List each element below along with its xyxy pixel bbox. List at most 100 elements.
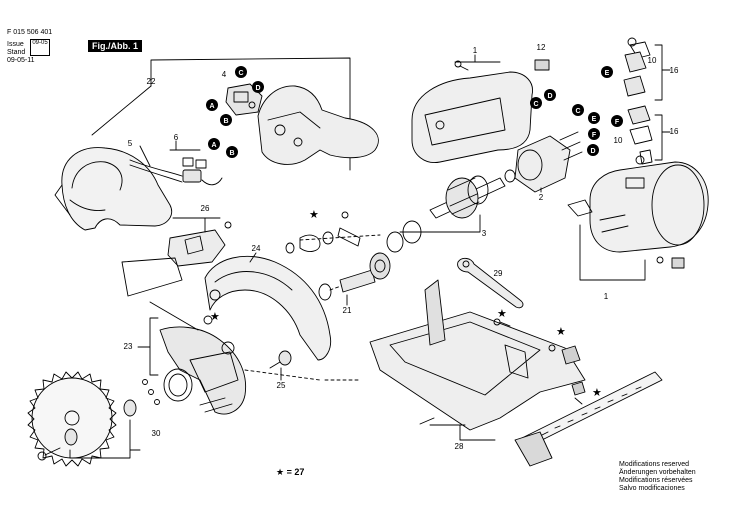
connector-c: C [530,97,542,109]
note-de: Änderungen vorbehalten [619,469,696,476]
blade-flange [37,399,137,461]
housing-screw-parts [656,256,685,269]
svg-text:B: B [223,118,228,125]
callout-26: 26 [201,204,210,213]
svg-text:E: E [605,70,610,77]
modification-notes: Modifications reserved Änderungen vorbeh… [619,461,696,493]
callout-1-top: 1 [473,46,478,55]
wrench [457,257,524,309]
connector-e: E [588,112,600,124]
star-marker: ★ [556,326,566,338]
callout-24: 24 [252,244,261,253]
leader-3 [399,214,481,233]
leader-30 [69,419,141,459]
svg-text:F: F [615,119,620,126]
svg-text:D: D [547,93,552,100]
leader-16a [654,44,671,101]
connector-a: A [208,138,220,150]
adjusting-knobs [493,318,586,405]
connector-d: D [544,89,556,101]
svg-text:C: C [533,101,538,108]
leader-22 [91,85,152,136]
power-cord [129,157,223,186]
stand-date: 09-05-11 [7,57,35,64]
motor-housing-right [567,161,709,253]
callout-22: 22 [147,77,156,86]
svg-text:D: D [255,85,260,92]
saw-blade [27,371,117,467]
callout-12: 12 [537,43,546,52]
leader-6 [169,140,201,151]
leader-1b [579,224,646,281]
svg-text:C: C [575,108,580,115]
issue-stamp: 09-05 [30,39,50,56]
rip-fence [514,371,663,467]
carbon-brush [534,59,550,71]
lower-blade-guard [159,326,247,415]
leader-24 [249,252,257,263]
callout-16-bottom: 16 [670,127,679,136]
leader-22-bracket [150,57,351,171]
callout-23: 23 [124,342,133,351]
guard-bracket [121,221,232,297]
connector-f: F [611,115,623,127]
leader-28 [429,424,496,441]
connector-b: B [226,146,238,158]
note-en: Modifications reserved [619,461,690,468]
note-fr: Modifications réservées [619,477,693,484]
svg-text:F: F [592,132,597,139]
connector-f: F [588,128,600,140]
star-marker: ★ [497,308,507,320]
leader-26 [172,217,221,233]
connector-e: E [601,66,613,78]
star-legend: ★ = 27 [276,467,305,477]
callout-5: 5 [128,139,133,148]
star-marker: ★ [210,311,220,323]
leader-16b [654,114,671,161]
motor-housing-cover [257,85,379,165]
svg-text:C: C [238,70,243,77]
connector-c: C [235,66,247,78]
switch-part [225,83,263,116]
motor-housing-top [411,60,533,163]
callout-16-top: 16 [670,66,679,75]
stand-label: Stand [7,49,26,56]
issue-label: Issue [7,41,24,48]
star-marker: ★ [309,209,319,221]
upper-blade-guard [204,255,332,361]
svg-text:D: D [590,148,595,155]
connector-c: C [572,104,584,116]
callout-1-right: 1 [604,292,609,301]
svg-text:B: B [229,150,234,157]
callout-4: 4 [222,70,227,79]
part-number: F 015 506 401 [7,29,53,36]
callout-6: 6 [174,133,179,142]
connector-b: B [220,114,232,126]
svg-text:A: A [209,103,214,110]
gear-small-parts [285,211,361,254]
guard-spring [142,301,213,405]
callout-2: 2 [539,193,544,202]
svg-text:E: E [592,116,597,123]
callout-10-bottom: 10 [614,136,623,145]
handle-housing [54,147,173,231]
connector-a: A [206,99,218,111]
callout-28: 28 [455,442,464,451]
base-plate [369,279,586,431]
star-marker: ★ [592,387,602,399]
brush-holders [623,37,653,165]
callout-10-top: 10 [648,56,657,65]
spindle-lock [269,350,292,369]
figure-label: Fig./Abb. 1 [88,40,142,52]
svg-text:A: A [211,142,216,149]
leader-1a [454,54,501,63]
callout-3: 3 [482,229,487,238]
callout-30: 30 [152,429,161,438]
callout-25: 25 [277,381,286,390]
armature [386,169,516,253]
leader-5 [139,145,151,167]
base-pin [419,417,435,425]
output-shaft [318,252,391,301]
callout-21: 21 [343,306,352,315]
